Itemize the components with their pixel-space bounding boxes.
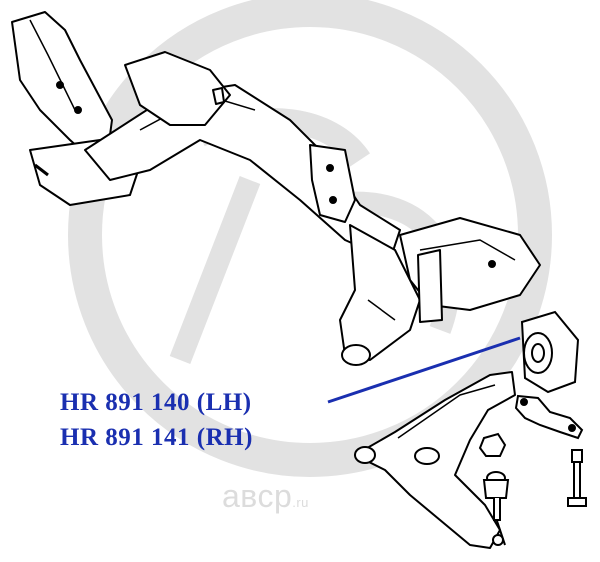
bolt bbox=[567, 449, 587, 507]
watermark-text: aвср.ru bbox=[222, 478, 309, 515]
part-number-rh-label: HR 891 141 (RH) bbox=[60, 424, 253, 451]
subframe-crossmember bbox=[11, 11, 541, 366]
bushing bbox=[520, 310, 580, 394]
lower-control-arm bbox=[354, 371, 516, 549]
nut bbox=[478, 432, 507, 457]
part-number-lh-label: HR 891 140 (LH) bbox=[60, 389, 252, 416]
watermark-brand: aвср bbox=[222, 478, 293, 514]
ball-joint bbox=[482, 471, 510, 521]
leader-line bbox=[327, 336, 521, 404]
bushing-clamp-bracket bbox=[514, 394, 584, 440]
watermark-tld: .ru bbox=[292, 495, 309, 510]
